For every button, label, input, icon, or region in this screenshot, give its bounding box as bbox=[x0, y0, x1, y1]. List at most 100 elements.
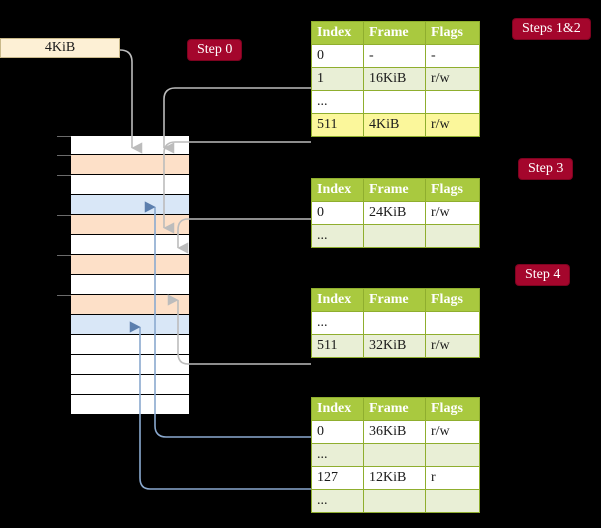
step-4-label: Step 4 bbox=[525, 267, 561, 282]
column-header-frame: Frame bbox=[363, 21, 426, 45]
table-cell-flags bbox=[425, 443, 480, 467]
memory-frame-row bbox=[70, 275, 190, 295]
table-cell-flags bbox=[425, 489, 480, 513]
wire-step0-vaddr-to-memory bbox=[119, 49, 143, 154]
column-header-index: Index bbox=[311, 288, 364, 312]
memory-frame-row bbox=[57, 155, 190, 175]
table-cell-flags bbox=[425, 90, 480, 114]
column-header-flags: Flags bbox=[425, 178, 480, 202]
table-cell-flags: r/w bbox=[425, 67, 480, 91]
table-cell-flags: r/w bbox=[425, 201, 480, 225]
virtual-address-box: 4KiB bbox=[0, 38, 120, 58]
memory-frame-row bbox=[70, 375, 190, 395]
wire-step4-memory-to-table bbox=[167, 294, 311, 365]
virtual-address-label: 4KiB bbox=[44, 40, 76, 55]
table-cell-index: ... bbox=[311, 489, 364, 513]
table-cell-index: ... bbox=[311, 224, 364, 248]
memory-frame-tick bbox=[57, 175, 71, 176]
table-row: ... bbox=[311, 489, 480, 513]
table-cell-index: 127 bbox=[311, 466, 364, 490]
table-cell-frame bbox=[363, 90, 426, 114]
physical-memory-column bbox=[57, 135, 190, 415]
table-row: 0-- bbox=[311, 44, 480, 68]
table-cell-index: 0 bbox=[311, 44, 364, 68]
table-cell-frame: 12KiB bbox=[363, 466, 426, 490]
table-cell-index: ... bbox=[311, 443, 364, 467]
memory-frame-row bbox=[70, 335, 190, 355]
table-cell-frame bbox=[363, 311, 426, 335]
table-cell-frame bbox=[363, 224, 426, 248]
step-0-label: Step 0 bbox=[197, 42, 233, 57]
table-row: ... bbox=[311, 224, 480, 248]
memory-frame-row bbox=[57, 175, 190, 195]
table-cell-flags bbox=[425, 224, 480, 248]
memory-frame-row bbox=[57, 295, 190, 315]
column-header-frame: Frame bbox=[363, 178, 426, 202]
column-header-frame: Frame bbox=[363, 397, 426, 421]
memory-frame-row bbox=[70, 395, 190, 415]
memory-frame-tick bbox=[57, 295, 71, 296]
memory-frame-tick bbox=[57, 255, 71, 256]
table-cell-flags bbox=[425, 311, 480, 335]
memory-frame-row bbox=[70, 315, 190, 335]
memory-frame-tick bbox=[57, 136, 71, 137]
column-header-flags: Flags bbox=[425, 21, 480, 45]
column-header-flags: Flags bbox=[425, 288, 480, 312]
table-cell-index: ... bbox=[311, 90, 364, 114]
memory-frame-tick bbox=[57, 155, 71, 156]
wire-step3-table-to-memory bbox=[177, 218, 311, 254]
table-cell-frame bbox=[363, 443, 426, 467]
column-header-index: Index bbox=[311, 178, 364, 202]
step-3-label: Step 3 bbox=[528, 161, 564, 176]
table-cell-frame: 4KiB bbox=[363, 113, 426, 137]
step-badge-step-3: Step 3 bbox=[519, 159, 573, 179]
table-cell-flags: r bbox=[425, 466, 480, 490]
table-cell-flags: r/w bbox=[425, 420, 480, 444]
column-header-index: Index bbox=[311, 21, 364, 45]
table-cell-flags: - bbox=[425, 44, 480, 68]
step-badge-step-0: Step 0 bbox=[188, 40, 242, 60]
table-row: ... bbox=[311, 443, 480, 467]
memory-frame-row bbox=[57, 255, 190, 275]
memory-frame-row bbox=[70, 355, 190, 375]
memory-frame-row bbox=[57, 215, 190, 235]
memory-frame-row bbox=[70, 195, 190, 215]
table-cell-frame: - bbox=[363, 44, 426, 68]
table-cell-frame: 36KiB bbox=[363, 420, 426, 444]
memory-frame-tick bbox=[57, 215, 71, 216]
table-row: ... bbox=[311, 311, 480, 335]
memory-frame-row bbox=[57, 135, 190, 155]
step-badge-steps-1-2: Steps 1&2 bbox=[513, 19, 590, 39]
table-cell-frame: 32KiB bbox=[363, 334, 426, 358]
table-cell-flags: r/w bbox=[425, 334, 480, 358]
step-badge-step-4: Step 4 bbox=[516, 265, 570, 285]
table-cell-index: 511 bbox=[311, 113, 364, 137]
table-row: ... bbox=[311, 90, 480, 114]
table-cell-frame: 24KiB bbox=[363, 201, 426, 225]
column-header-frame: Frame bbox=[363, 288, 426, 312]
table-cell-flags: r/w bbox=[425, 113, 480, 137]
table-cell-frame bbox=[363, 489, 426, 513]
column-header-flags: Flags bbox=[425, 397, 480, 421]
table-cell-frame: 16KiB bbox=[363, 67, 426, 91]
table-cell-index: 1 bbox=[311, 67, 364, 91]
table-cell-index: 511 bbox=[311, 334, 364, 358]
table-cell-index: 0 bbox=[311, 420, 364, 444]
table-cell-index: 0 bbox=[311, 201, 364, 225]
column-header-index: Index bbox=[311, 397, 364, 421]
